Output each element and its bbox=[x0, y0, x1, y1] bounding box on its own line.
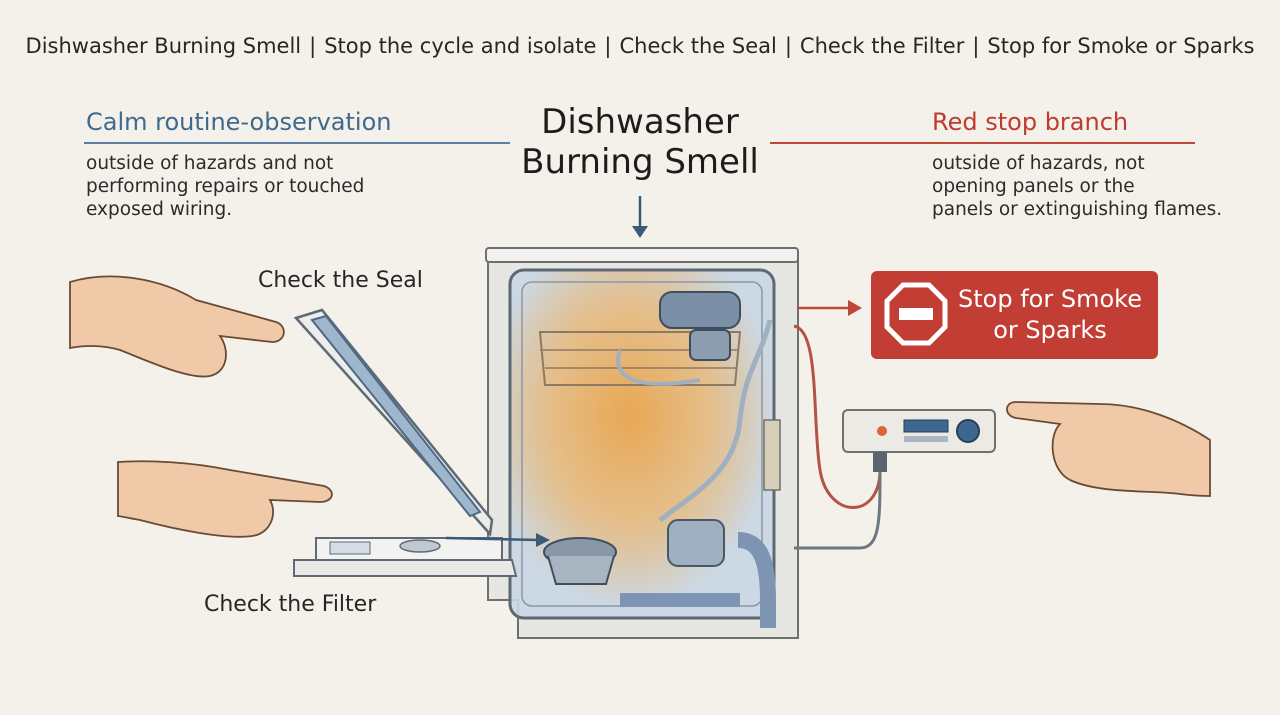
stop-box-line: Stop for Smoke bbox=[958, 285, 1142, 313]
breadcrumb-item-stop-smoke: Stop for Smoke or Sparks bbox=[987, 34, 1255, 58]
indicator-led-icon bbox=[877, 426, 887, 436]
calm-branch-line: exposed wiring. bbox=[86, 199, 233, 220]
calm-branch-line: performing repairs or touched bbox=[86, 176, 365, 197]
power-control-box bbox=[793, 324, 996, 550]
filter-pointer-arrow bbox=[445, 533, 550, 547]
red-branch-body: outside of hazards, not opening panels o… bbox=[932, 152, 1252, 221]
dishwasher-cabinet bbox=[485, 247, 799, 639]
calm-branch-body: outside of hazards and not performing re… bbox=[86, 152, 426, 221]
breadcrumb-item-check-filter: Check the Filter bbox=[799, 34, 965, 58]
calm-branch-title: Calm routine-observation bbox=[86, 108, 392, 136]
stop-smoke-sparks-box bbox=[871, 271, 1158, 359]
red-branch-line: panels or extinguishing flames. bbox=[932, 199, 1223, 220]
page-title: Dishwasher Burning Smell bbox=[510, 102, 770, 182]
breadcrumb-item-title: Dishwasher Burning Smell bbox=[25, 34, 302, 58]
breadcrumb-item-stop-cycle: Stop the cycle and isolate bbox=[324, 34, 597, 58]
breadcrumb: Dishwasher Burning Smell | Stop the cycle … bbox=[0, 34, 1280, 58]
stop-pointer-arrow bbox=[798, 300, 862, 316]
breadcrumb-item-check-seal: Check the Seal bbox=[619, 34, 777, 58]
calm-branch-divider bbox=[84, 142, 510, 144]
control-knob-icon bbox=[956, 419, 980, 443]
calm-branch-line: outside of hazards and not bbox=[86, 153, 334, 174]
stop-box-label: Stop for Smoke or Sparks bbox=[955, 284, 1145, 346]
check-filter-label: Check the Filter bbox=[204, 592, 377, 617]
title-down-arrow bbox=[632, 196, 648, 238]
stop-box-line: or Sparks bbox=[993, 316, 1107, 344]
breadcrumb-separator: | bbox=[972, 34, 980, 58]
page-title-line: Burning Smell bbox=[521, 142, 759, 182]
breadcrumb-separator: | bbox=[309, 34, 317, 58]
pointing-hand-icon bbox=[117, 460, 333, 538]
stop-sign-icon bbox=[884, 282, 948, 346]
check-seal-label: Check the Seal bbox=[258, 268, 423, 293]
breadcrumb-separator: | bbox=[784, 34, 792, 58]
pointing-hand-icon bbox=[69, 275, 285, 378]
pointing-hand-icon bbox=[1006, 401, 1211, 497]
page-title-line: Dishwasher bbox=[541, 102, 739, 142]
red-branch-line: outside of hazards, not bbox=[932, 153, 1145, 174]
dishwasher-door bbox=[293, 308, 518, 577]
red-branch-divider bbox=[770, 142, 1195, 144]
red-branch-title: Red stop branch bbox=[932, 108, 1129, 136]
breadcrumb-separator: | bbox=[604, 34, 612, 58]
red-branch-line: opening panels or the bbox=[932, 176, 1135, 197]
